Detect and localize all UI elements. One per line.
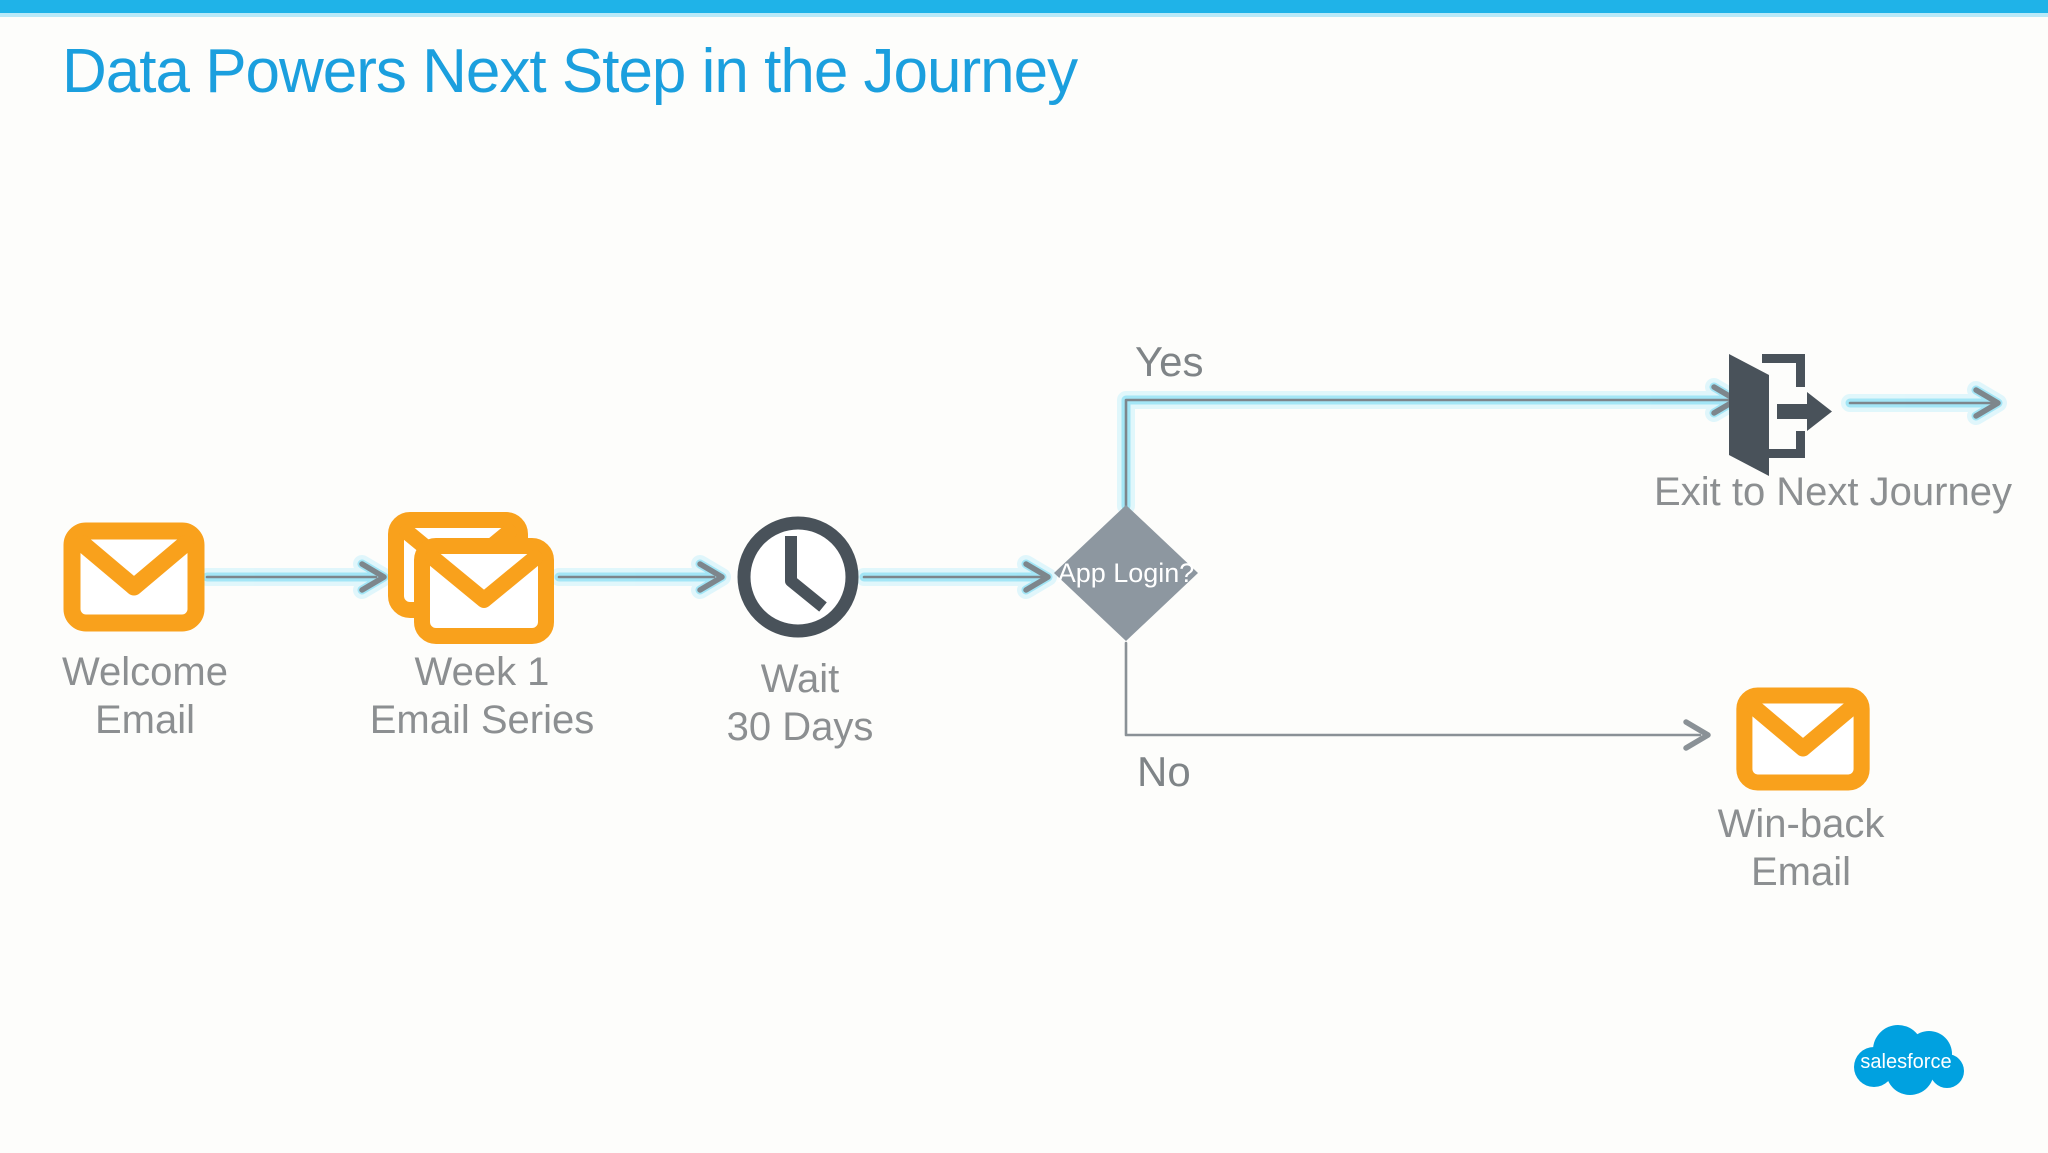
salesforce-logo-text: salesforce xyxy=(1860,1051,1951,1073)
salesforce-logo: salesforce xyxy=(1854,1025,1964,1095)
win-back-email-envelope-icon xyxy=(1736,687,1870,791)
welcome-email-envelope-icon xyxy=(63,522,205,632)
exit-to-next-journey-label: Exit to Next Journey xyxy=(1654,470,2012,514)
exit-door-icon xyxy=(1729,354,1832,476)
top-accent-bar xyxy=(0,0,2048,17)
week1-email-series-stacked-envelopes-icon xyxy=(388,512,554,644)
week1-email-series-label: Week 1 Email Series xyxy=(369,650,595,742)
app-login-decision-label: App Login? xyxy=(1057,557,1195,588)
win-back-email-label: Win-back Email xyxy=(1717,802,1885,894)
app-login-decision-diamond: App Login? xyxy=(1054,505,1198,641)
welcome-email-label: Welcome Email xyxy=(62,650,228,742)
wait-30-days-label: Wait 30 Days xyxy=(726,657,874,749)
no-branch-label: No xyxy=(1137,748,1191,795)
wait-clock-icon xyxy=(737,516,859,638)
yes-branch-label: Yes xyxy=(1135,338,1204,385)
page-title: Data Powers Next Step in the Journey xyxy=(62,37,1078,106)
